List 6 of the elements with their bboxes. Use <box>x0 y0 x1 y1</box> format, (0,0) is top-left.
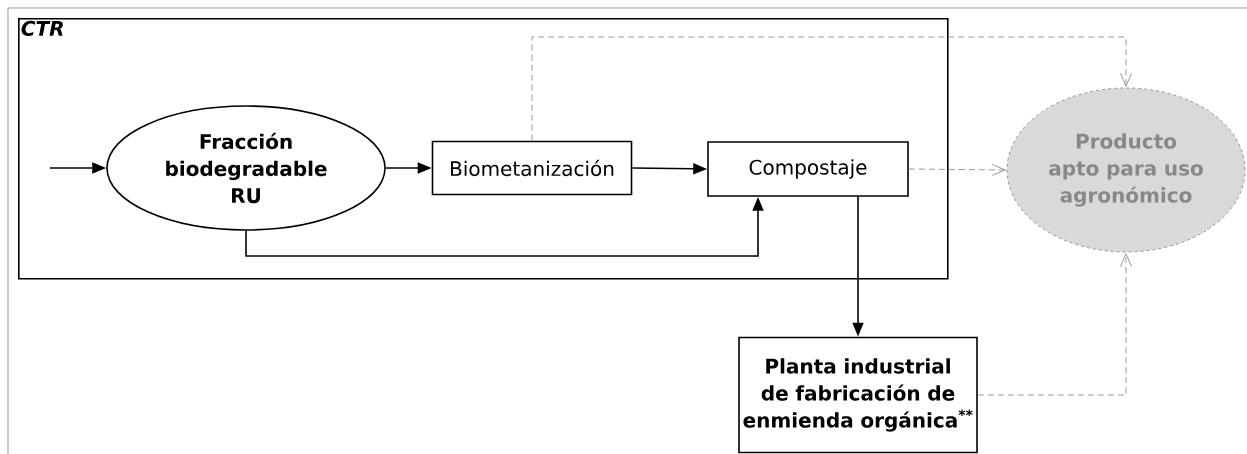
arrow <box>531 36 1132 142</box>
process-box: Biometanización <box>431 140 633 196</box>
arrow <box>977 253 1132 396</box>
plant-box: Planta industrial de fabricación de enmienda orgánica$^{**}$ <box>738 336 978 454</box>
arrow <box>908 163 1006 176</box>
process-box: Compostaje <box>707 141 909 197</box>
